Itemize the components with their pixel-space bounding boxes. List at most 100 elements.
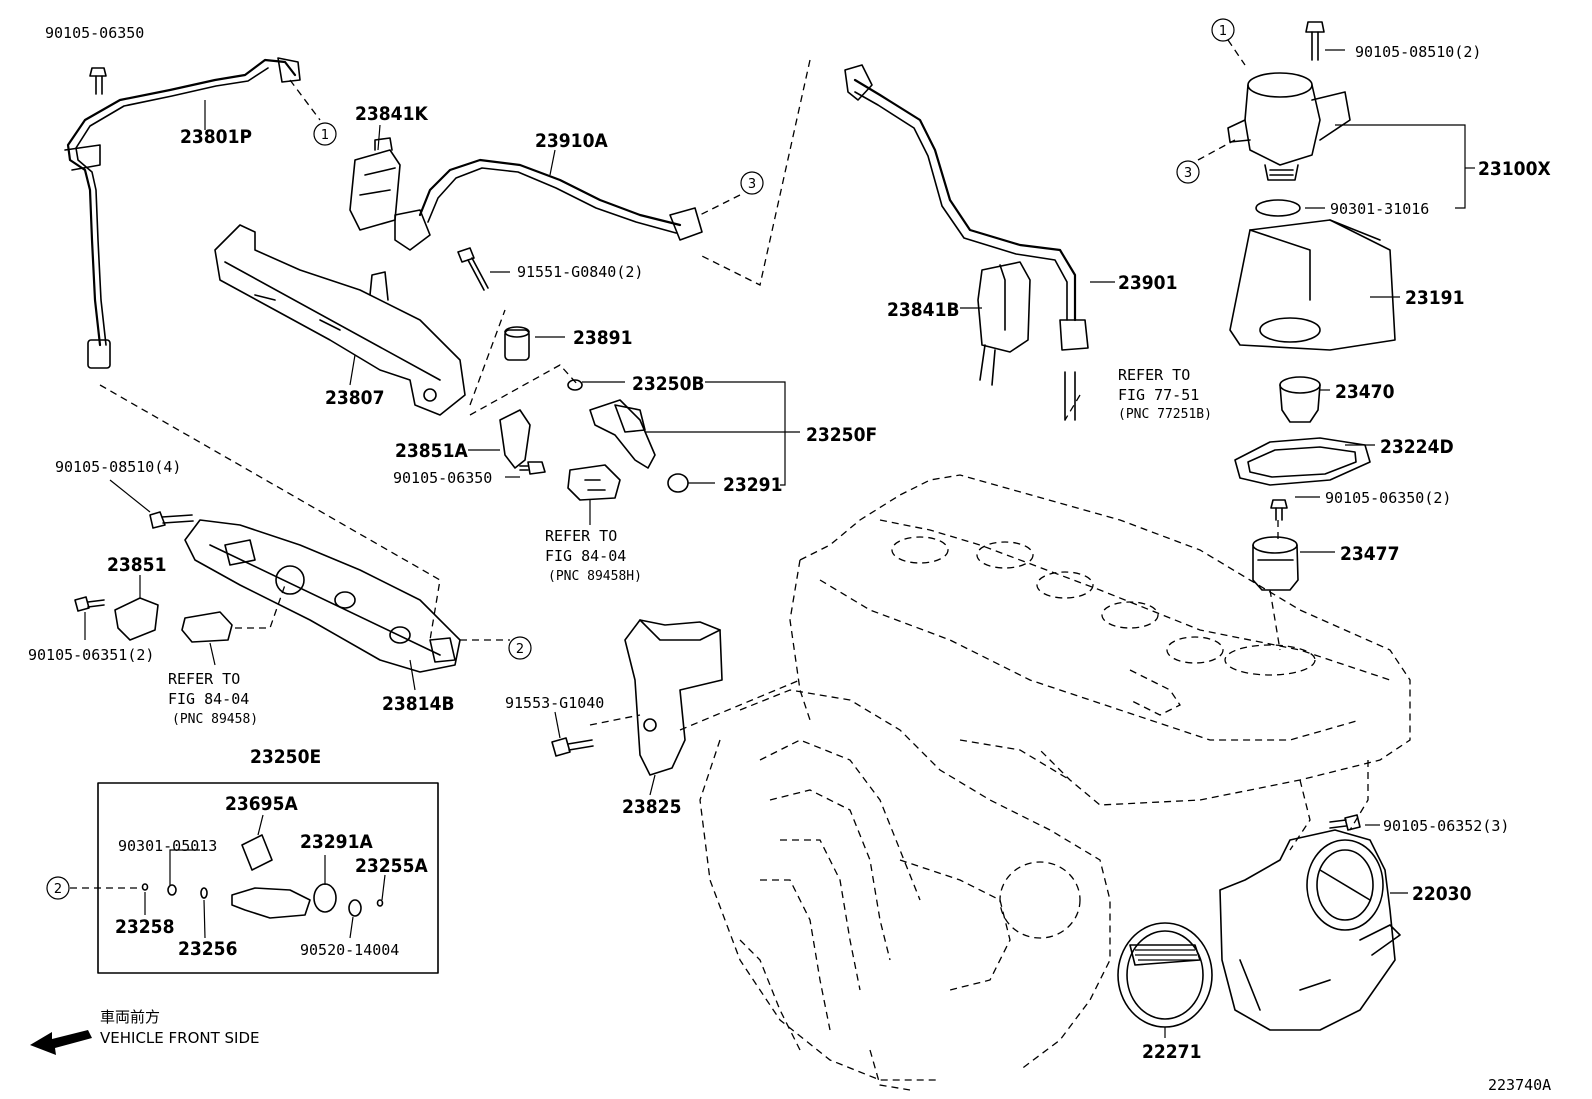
label-22030: 22030	[1412, 883, 1472, 905]
front-arrow-icon	[30, 1030, 92, 1055]
label-23477: 23477	[1340, 543, 1399, 565]
label-22271: 22271	[1142, 1041, 1201, 1063]
svg-text:(PNC 89458): (PNC 89458)	[172, 712, 258, 727]
label-23901: 23901	[1118, 272, 1177, 294]
label-23814B: 23814B	[382, 693, 455, 715]
sensor-89458	[181, 611, 233, 643]
throttle-body-22030	[1219, 829, 1401, 1031]
label-23258: 23258	[115, 916, 174, 938]
bolt-icon	[149, 511, 194, 529]
figure-id: 223740A	[1488, 1076, 1551, 1094]
label-23891: 23891	[573, 327, 632, 349]
label-23224D: 23224D	[1380, 436, 1454, 458]
label-23250B: 23250B	[632, 373, 705, 395]
vsv-23841K	[349, 137, 401, 231]
label-23191: 23191	[1405, 287, 1464, 309]
vsv-23841B	[977, 261, 1031, 386]
label-90105-08510-2: 90105-08510(2)	[1355, 43, 1481, 61]
label-23841K: 23841K	[355, 103, 428, 125]
callout-2-kit: 2	[46, 876, 70, 900]
hose-23901	[844, 64, 1089, 421]
insulator-23477	[1252, 536, 1299, 591]
svg-text:車両前方: 車両前方	[100, 1008, 160, 1026]
label-90105-06350-mid: 90105-06350	[393, 469, 492, 487]
callout-3-hose: 3	[740, 171, 764, 195]
kit-box-23250E	[97, 782, 439, 974]
svg-text:3: 3	[748, 177, 756, 192]
label-23256: 23256	[178, 938, 237, 960]
o-ring-90301-31016	[1255, 199, 1301, 217]
label-23470: 23470	[1335, 381, 1395, 403]
label-90105-06351: 90105-06351(2)	[28, 646, 154, 664]
label-90301-05013: 90301-05013	[118, 837, 217, 855]
bracket-23825	[624, 619, 723, 776]
engine-outline	[699, 474, 1411, 1091]
refer-note-77-51: REFER TO FIG 77-51 (PNC 77251B)	[1118, 366, 1212, 422]
fuel-pump-23100X	[1227, 72, 1351, 181]
dashed-connections	[70, 39, 1369, 889]
cushion-23891	[504, 326, 530, 361]
label-90301-31016: 90301-31016	[1330, 200, 1429, 218]
cover-23851	[114, 597, 159, 641]
clip-23851A	[499, 409, 531, 469]
fuel-rail-23814B	[184, 519, 461, 673]
gasket-23224D	[1234, 437, 1371, 486]
label-23801P: 23801P	[180, 126, 252, 148]
svg-text:REFER TO: REFER TO	[545, 527, 617, 545]
svg-text:2: 2	[516, 642, 524, 657]
sensor-89458H	[567, 464, 621, 501]
bolt-icon	[74, 596, 105, 612]
label-91553-G1040: 91553-G1040	[505, 694, 604, 712]
bolt-icon	[89, 67, 107, 95]
label-23841B: 23841B	[887, 299, 960, 321]
label-90105-06352: 90105-06352(3)	[1383, 817, 1509, 835]
label-23851A: 23851A	[395, 440, 468, 462]
delivery-pipe-23807	[214, 224, 466, 416]
svg-text:FIG 77-51: FIG 77-51	[1118, 386, 1199, 404]
label-23807: 23807	[325, 387, 384, 409]
label-90105-08510-4: 90105-08510(4)	[55, 458, 181, 476]
svg-text:(PNC 89458H): (PNC 89458H)	[548, 569, 642, 584]
bolt-icon	[519, 461, 546, 475]
svg-text:1: 1	[1219, 24, 1227, 39]
fuel-tube-23801P	[64, 57, 301, 369]
svg-text:REFER TO: REFER TO	[1118, 366, 1190, 384]
svg-text:FIG 84-04: FIG 84-04	[168, 690, 249, 708]
injector-23250F	[567, 379, 689, 493]
vehicle-front-side-note: 車両前方 VEHICLE FRONT SIDE	[30, 1008, 260, 1055]
label-90105-06350-2: 90105-06350(2)	[1325, 489, 1451, 507]
lifter-23470	[1279, 376, 1321, 423]
label-23100X: 23100X	[1478, 158, 1551, 180]
callout-2-rail: 2	[508, 636, 532, 660]
svg-text:(PNC 77251B): (PNC 77251B)	[1118, 407, 1212, 422]
svg-text:2: 2	[54, 882, 62, 897]
label-90520-14004: 90520-14004	[300, 941, 399, 959]
gasket-22271	[1117, 922, 1213, 1028]
svg-text:1: 1	[321, 128, 329, 143]
leader-lines	[84, 49, 1475, 1038]
label-23825: 23825	[622, 796, 681, 818]
bolt-icon	[457, 247, 489, 291]
hose-23910A	[394, 158, 703, 251]
callout-1-top-left: 1	[313, 122, 337, 146]
callout-3-pump: 3	[1176, 160, 1200, 184]
svg-text:FIG 84-04: FIG 84-04	[545, 547, 626, 565]
bolt-icon	[1270, 499, 1288, 521]
label-23255A: 23255A	[355, 855, 428, 877]
label-23250E: 23250E	[250, 746, 321, 768]
label-23291A: 23291A	[300, 831, 373, 853]
label-23695A: 23695A	[225, 793, 298, 815]
bolt-icon	[551, 737, 594, 757]
label-91551-G0840: 91551-G0840(2)	[517, 263, 643, 281]
label-23250F: 23250F	[806, 424, 877, 446]
label-23291: 23291	[723, 474, 782, 496]
bolt-icon	[1305, 21, 1325, 61]
callout-1-pump: 1	[1211, 18, 1235, 42]
label-23851: 23851	[107, 554, 166, 576]
bolt-icon	[1329, 814, 1361, 831]
bracket-23191	[1229, 219, 1396, 351]
svg-text:REFER TO: REFER TO	[168, 670, 240, 688]
label-90105-06350: 90105-06350	[45, 24, 144, 42]
refer-note-84-04-a: REFER TO FIG 84-04 (PNC 89458)	[168, 670, 258, 727]
